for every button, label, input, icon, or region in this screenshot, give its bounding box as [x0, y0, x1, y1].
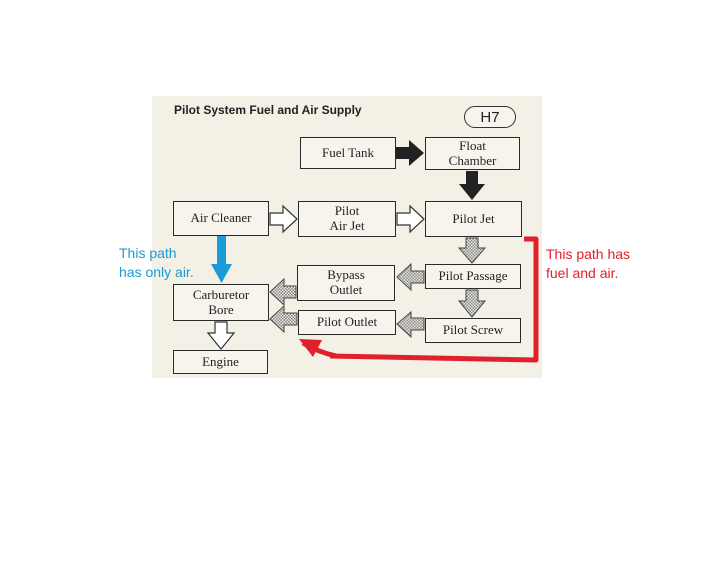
pilot-passage-box: Pilot Passage — [425, 264, 521, 289]
diagram-title: Pilot System Fuel and Air Supply — [174, 103, 362, 117]
arrow-pilot-air-jet-to-pilot-jet — [396, 204, 425, 234]
arrow-fuel-tank-to-float-chamber — [396, 140, 424, 166]
arrow-pilot-outlet-to-carburetor-bore — [269, 304, 298, 334]
pilot-outlet-box: Pilot Outlet — [298, 310, 396, 335]
air-cleaner-box: Air Cleaner — [173, 201, 269, 236]
float-chamber-box: Float Chamber — [425, 137, 520, 170]
pilot-screw-box: Pilot Screw — [425, 318, 521, 343]
engine-box: Engine — [173, 350, 268, 374]
arrow-pilot-jet-to-pilot-passage — [457, 237, 487, 264]
carburetor-bore-box: Carburetor Bore — [173, 284, 269, 321]
arrow-pilot-passage-to-pilot-screw — [457, 289, 487, 318]
arrow-carburetor-bore-to-engine — [206, 321, 236, 350]
figure-badge: H7 — [464, 106, 516, 128]
arrow-float-chamber-to-pilot-jet — [459, 171, 485, 200]
bypass-outlet-box: Bypass Outlet — [297, 265, 395, 301]
arrow-pilot-screw-to-pilot-outlet — [396, 310, 425, 339]
arrow-air-cleaner-to-pilot-air-jet — [269, 204, 298, 234]
fuel-tank-box: Fuel Tank — [300, 137, 396, 169]
arrow-bypass-outlet-to-carburetor-bore — [269, 277, 297, 307]
pilot-air-jet-box: Pilot Air Jet — [298, 201, 396, 237]
fuel-and-air-path-arrow — [299, 236, 539, 363]
air-only-annotation: This path has only air. — [119, 245, 194, 280]
air-only-path-arrow — [211, 236, 232, 283]
arrow-pilot-passage-to-bypass-outlet — [396, 262, 425, 292]
fuel-and-air-annotation: This path has fuel and air. — [546, 246, 631, 281]
pilot-jet-box: Pilot Jet — [425, 201, 522, 237]
